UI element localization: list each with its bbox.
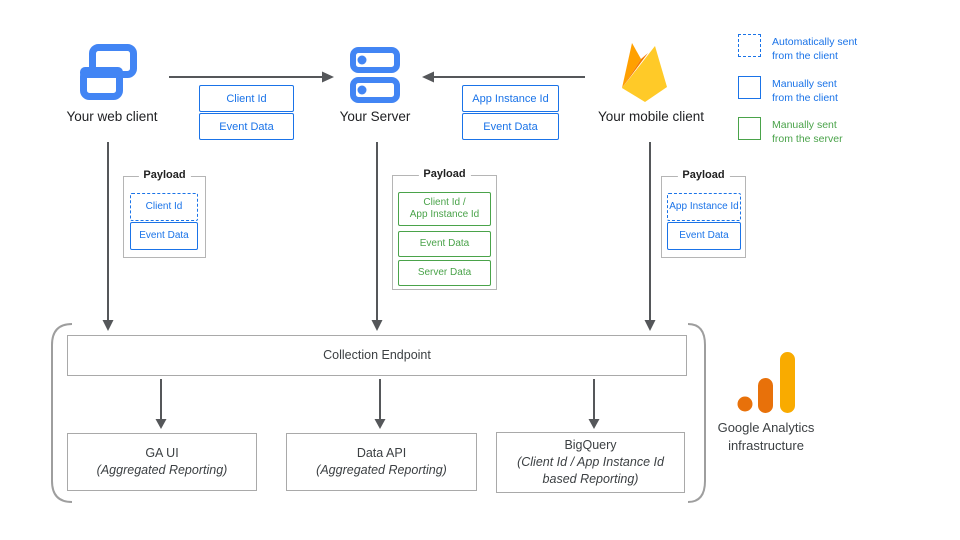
legend-swatch-solid-green <box>738 117 761 140</box>
arrowhead-mobile-to-server <box>422 71 434 83</box>
arrowhead-endpoint-to-gaui <box>155 419 167 429</box>
payload-server-event-data-label: Event Data <box>419 238 470 249</box>
flow-chip-app-instance-id-label: App Instance Id <box>472 92 549 105</box>
payload-server-server-data-label: Server Data <box>417 267 472 278</box>
flow-chip-app-instance-id: App Instance Id <box>462 85 559 112</box>
infrastructure-caption: Google Analytics infrastructure <box>696 419 836 455</box>
service-bigquery-subtitle: (Client Id / App Instance Id based Repor… <box>517 455 664 486</box>
server-label: Your Server <box>339 109 411 124</box>
flow-chip-event-data-web: Event Data <box>199 113 294 140</box>
service-ga-ui-subtitle: (Aggregated Reporting) <box>96 463 228 477</box>
flow-chip-event-data-web-label: Event Data <box>219 120 274 133</box>
flow-chip-client-id-label: Client Id <box>226 92 267 105</box>
payload-server-event-data: Event Data <box>398 231 491 257</box>
service-data-api-subtitle: (Aggregated Reporting) <box>316 463 447 477</box>
legend-label-manual-server: Manually sent from the server <box>772 119 843 145</box>
payload-mobile-app-instance-id: App Instance Id <box>667 193 741 221</box>
payload-web-event-data-label: Event Data <box>139 230 189 241</box>
service-data-api-title: Data API <box>356 446 407 460</box>
arrowhead-mobile-to-endpoint <box>644 320 656 331</box>
arrowhead-endpoint-to-bigquery <box>588 419 600 429</box>
bracket-right <box>687 323 706 503</box>
service-box-ga-ui: GA UI (Aggregated Reporting) <box>67 433 257 491</box>
firebase-icon <box>622 43 667 102</box>
arrowhead-web-to-endpoint <box>102 320 114 331</box>
arrowhead-web-to-server <box>322 71 334 83</box>
arrowhead-endpoint-to-dataapi <box>374 419 386 429</box>
payload-server-server-data: Server Data <box>398 260 491 286</box>
payload-group-mobile: Payload App Instance Id Event Data <box>661 169 746 258</box>
brand-caption: infrastructure <box>728 438 804 453</box>
payload-server-ids-label: Client Id / App Instance Id <box>409 197 480 220</box>
legend-label-manual-client: Manually sent from the client <box>772 78 838 104</box>
collection-endpoint-label: Collection Endpoint <box>323 348 431 362</box>
web-client-icon <box>80 44 137 100</box>
payload-mobile-app-instance-id-label: App Instance Id <box>669 201 739 212</box>
flow-chip-event-data-mobile-label: Event Data <box>483 120 538 133</box>
legend-swatch-solid-blue <box>738 76 761 99</box>
payload-title-mobile: Payload <box>677 169 730 181</box>
service-box-data-api: Data API (Aggregated Reporting) <box>286 433 477 491</box>
legend-item-manual-server: Manually sent from the server <box>738 117 843 146</box>
server-icon <box>350 47 400 103</box>
legend-item-auto-client: Automatically sent from the client <box>738 34 857 63</box>
service-ga-ui-title: GA UI <box>145 446 179 460</box>
legend-item-manual-client: Manually sent from the client <box>738 76 838 105</box>
service-bigquery-title: BigQuery <box>564 438 617 452</box>
mobile-client-label: Your mobile client <box>597 109 705 124</box>
payload-server-ids: Client Id / App Instance Id <box>398 192 491 226</box>
payload-group-web: Payload Client Id Event Data <box>123 169 206 258</box>
legend-swatch-dashed-blue <box>738 34 761 57</box>
service-box-bigquery: BigQuery (Client Id / App Instance Id ba… <box>496 432 685 493</box>
payload-mobile-event-data: Event Data <box>667 222 741 250</box>
flow-chip-client-id: Client Id <box>199 85 294 112</box>
web-client-label: Your web client <box>66 109 158 124</box>
payload-mobile-event-data-label: Event Data <box>679 230 729 241</box>
payload-web-client-id-label: Client Id <box>145 201 183 212</box>
payload-title-server: Payload <box>418 168 471 180</box>
flow-chip-event-data-mobile: Event Data <box>462 113 559 140</box>
collection-endpoint-box: Collection Endpoint <box>67 335 687 376</box>
brand-name: Google Analytics <box>717 420 815 435</box>
payload-title-web: Payload <box>138 169 191 181</box>
payload-group-server: Payload Client Id / App Instance Id Even… <box>392 168 497 290</box>
payload-web-client-id: Client Id <box>130 193 198 221</box>
arrowhead-server-to-endpoint <box>371 320 383 331</box>
google-analytics-logo <box>737 352 795 413</box>
payload-web-event-data: Event Data <box>130 222 198 250</box>
legend-label-auto-client: Automatically sent from the client <box>772 36 858 62</box>
